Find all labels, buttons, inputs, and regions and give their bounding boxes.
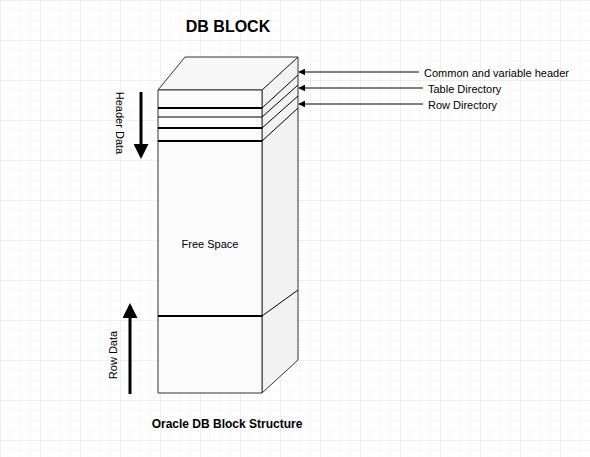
callout-label: Table Directory [428, 83, 501, 96]
diagram-caption: Oracle DB Block Structure [152, 418, 303, 432]
up-arrow [129, 306, 132, 394]
diagram-title: DB BLOCK [186, 18, 270, 36]
direction-arrows [130, 92, 141, 394]
leader-arrows [299, 72, 423, 104]
region-label: Free Space [182, 238, 239, 251]
block-prism [158, 57, 298, 393]
front-face [158, 90, 262, 393]
section-label: Header Data [114, 92, 127, 154]
top-face [158, 57, 298, 90]
down-arrow [140, 92, 143, 156]
callout-label: Row Directory [428, 99, 497, 112]
side-face [262, 57, 298, 393]
section-label: Row Data [107, 331, 120, 379]
leader-line [299, 72, 419, 73]
section-dividers [158, 75, 298, 316]
callout-label: Common and variable header [424, 67, 569, 80]
leader-line [299, 104, 423, 105]
leader-line [299, 88, 423, 89]
